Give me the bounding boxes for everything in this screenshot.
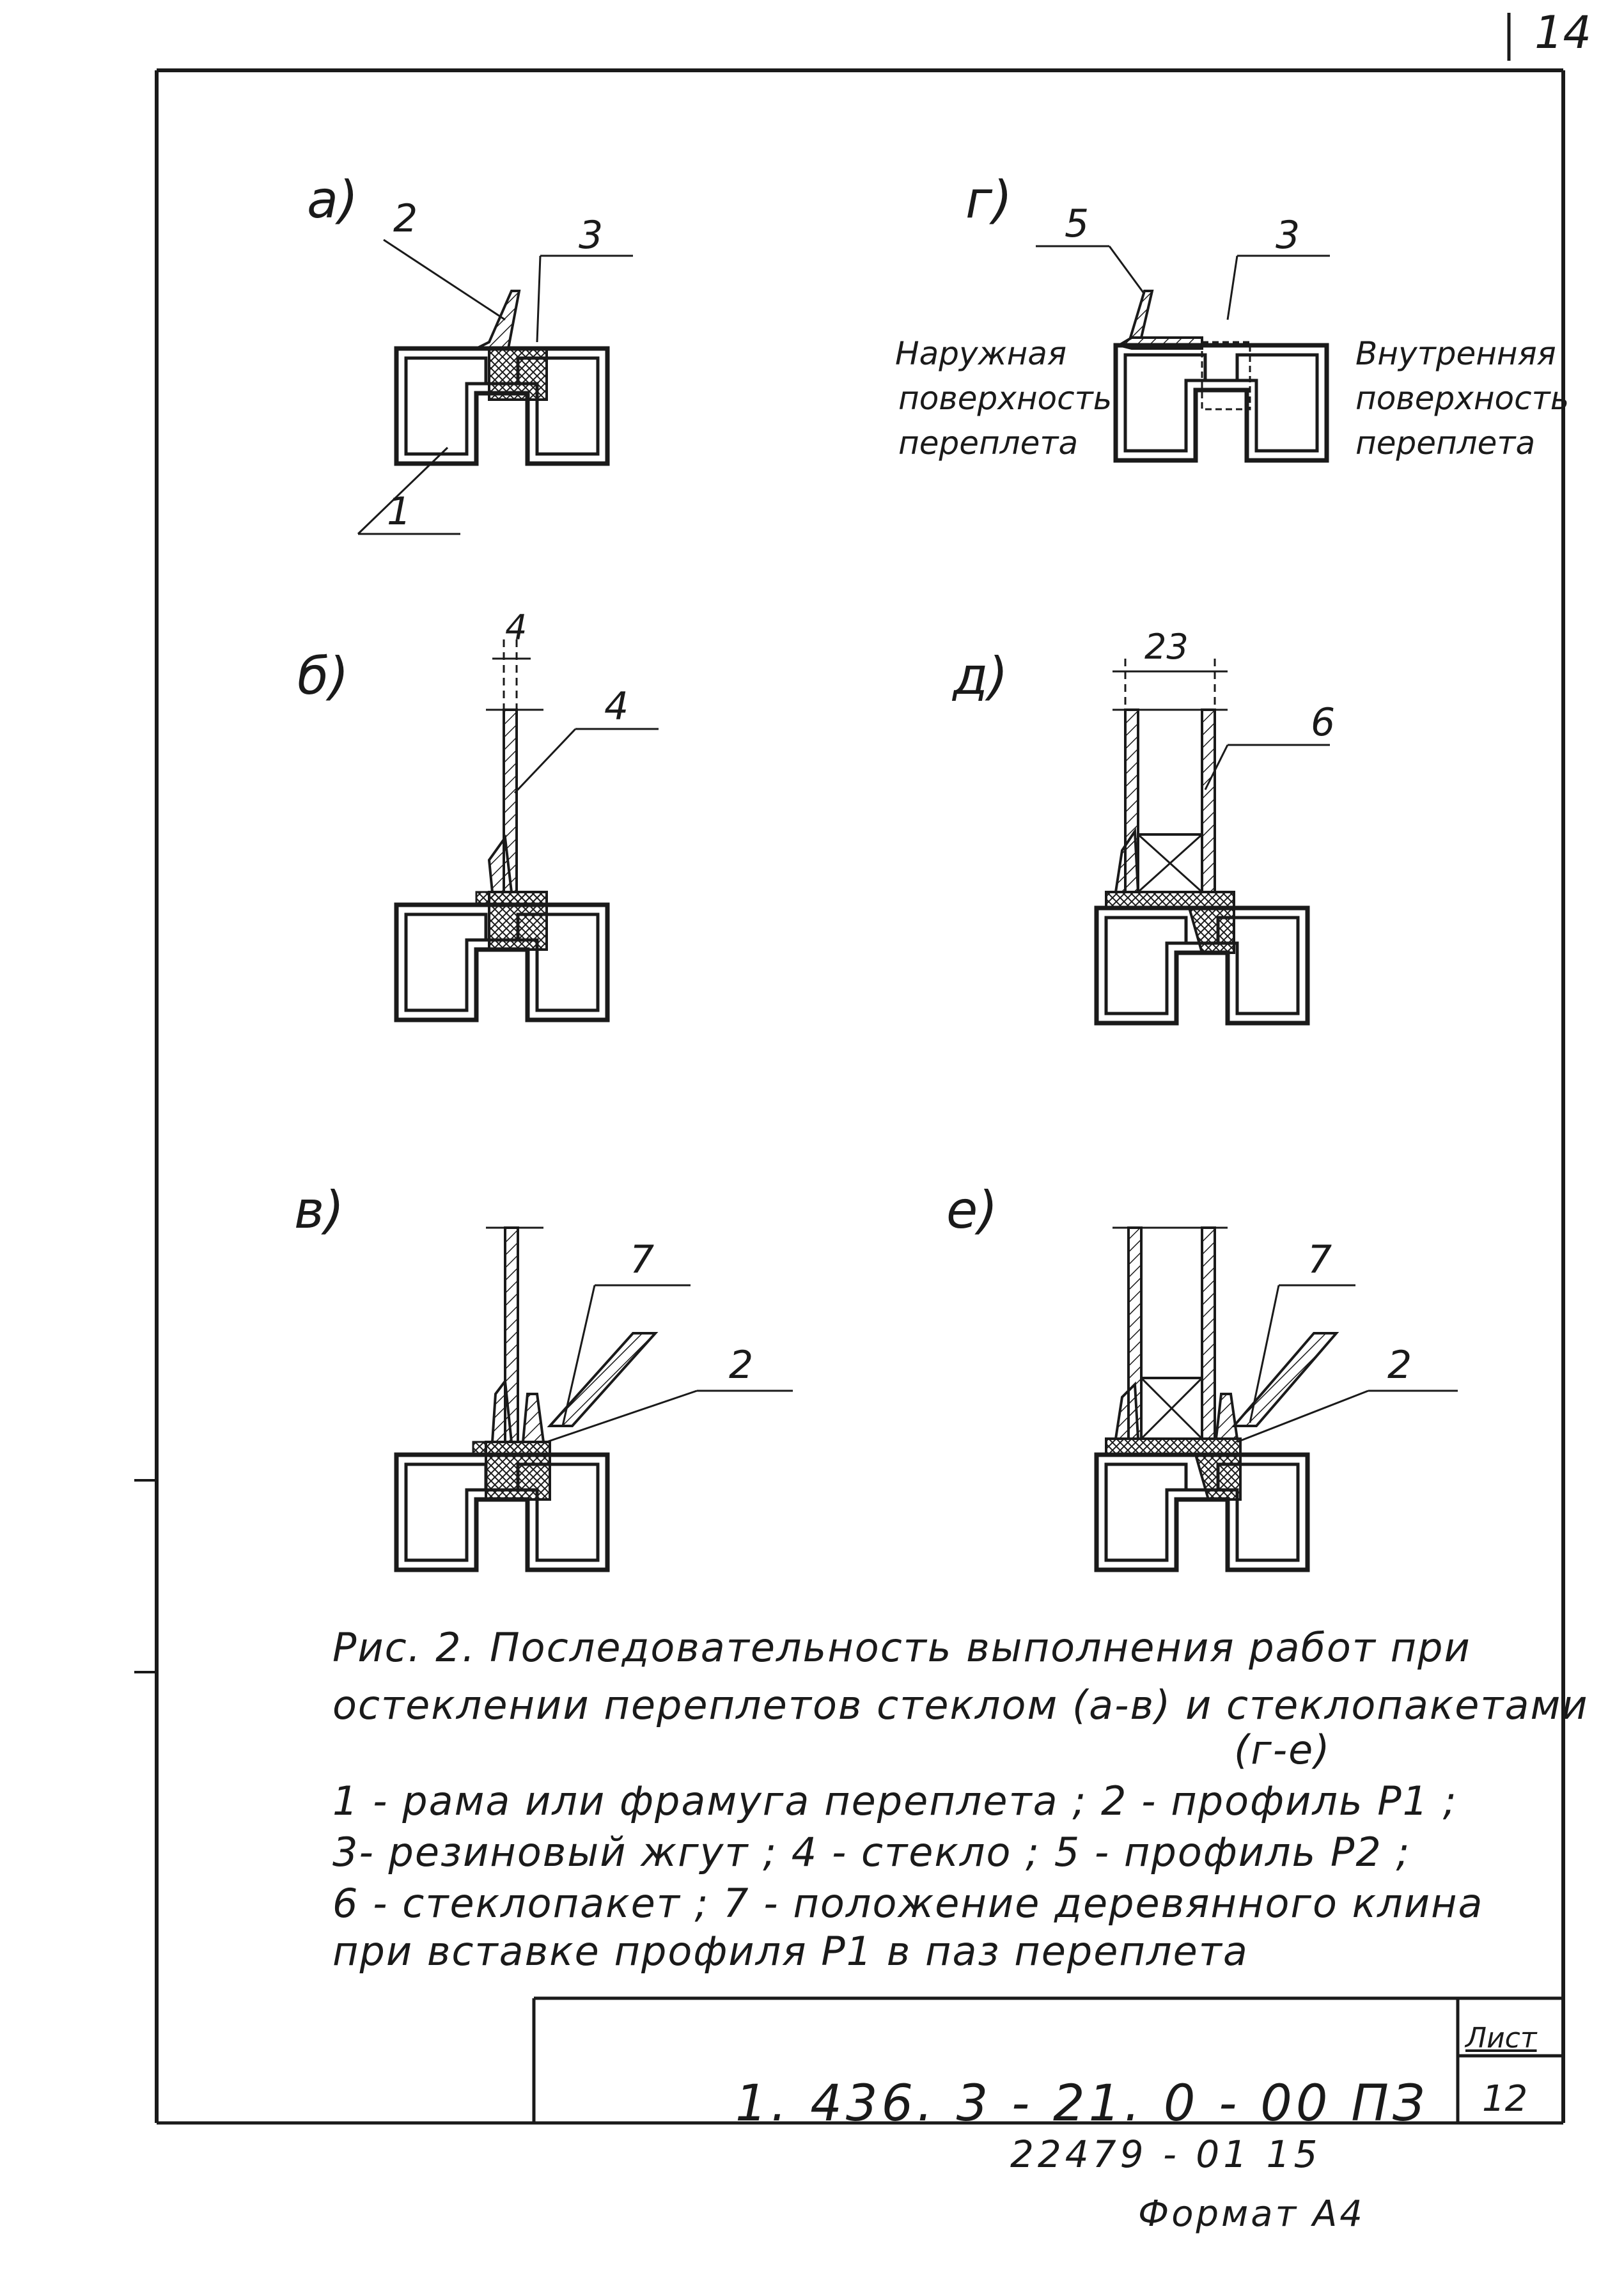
- inner-surface-1: Внутренняя: [1355, 335, 1556, 372]
- detail-g: г) 5 3 Наружная поверхность переплета Вн…: [895, 170, 1569, 462]
- detail-a: а) 2 3 1: [307, 170, 633, 535]
- caption-line-5: 3- резиновый жгут ; 4 - стекло ; 5 - про…: [332, 1829, 1411, 1875]
- callout-a-3: 3: [579, 213, 603, 258]
- label-d: д): [951, 646, 1008, 706]
- label-e: е): [946, 1180, 997, 1240]
- caption-line-2: остеклении переплетов стеклом (а-в) и ст…: [332, 1682, 1589, 1728]
- outer-surface-2: поверхность: [898, 380, 1112, 417]
- outer-surface-1: Наружная: [895, 335, 1066, 372]
- detail-d: д) 23 6: [951, 627, 1335, 1023]
- format-label: Формат А4: [1138, 2193, 1365, 2235]
- callout-b-4: 4: [604, 684, 629, 729]
- inner-surface-2: поверхность: [1355, 380, 1569, 417]
- caption-line-7: при вставке профиля Р1 в паз переплета: [332, 1928, 1249, 1975]
- detail-v: в) 7 2: [294, 1180, 793, 1570]
- label-b: б): [297, 646, 349, 706]
- label-v: в): [294, 1180, 344, 1240]
- sheet-frame: [134, 13, 1565, 2125]
- callout-e-7: 7: [1308, 1237, 1332, 1282]
- dim-b-4: 4: [505, 607, 527, 648]
- document-code: 1. 436. 3 - 21. 0 - 00 ПЗ: [735, 2075, 1428, 2133]
- caption-line-3: (г-е): [1234, 1726, 1331, 1773]
- label-a: а): [307, 170, 358, 230]
- sheet-number: 12: [1482, 2078, 1528, 2120]
- page-number: 14: [1534, 6, 1592, 59]
- detail-e: е) 7 2: [946, 1180, 1458, 1570]
- caption-line-6: 6 - стеклопакет ; 7 - положение деревянн…: [332, 1880, 1484, 1927]
- callout-a-2: 2: [393, 196, 418, 241]
- sheet-label: Лист: [1465, 2022, 1537, 2055]
- inner-surface-3: переплета: [1355, 425, 1535, 462]
- callout-e-2: 2: [1387, 1343, 1412, 1388]
- callout-d-6: 6: [1311, 700, 1335, 745]
- label-g: г): [965, 170, 1012, 230]
- callout-g-3: 3: [1276, 213, 1300, 258]
- outer-surface-3: переплета: [898, 425, 1078, 462]
- callout-a-1: 1: [387, 489, 411, 534]
- caption-line-1: Рис. 2. Последовательность выполнения ра…: [332, 1624, 1471, 1671]
- detail-b: б) 4 4: [297, 607, 659, 1020]
- caption-line-4: 1 - рама или фрамуга переплета ; 2 - про…: [332, 1778, 1458, 1824]
- inventory-number: 22479 - 01 15: [1010, 2133, 1322, 2176]
- title-block: [532, 1996, 1563, 2123]
- callout-v-7: 7: [630, 1237, 654, 1282]
- callout-g-5: 5: [1065, 201, 1089, 246]
- callout-v-2: 2: [729, 1343, 753, 1388]
- dim-d-23: 23: [1144, 627, 1189, 667]
